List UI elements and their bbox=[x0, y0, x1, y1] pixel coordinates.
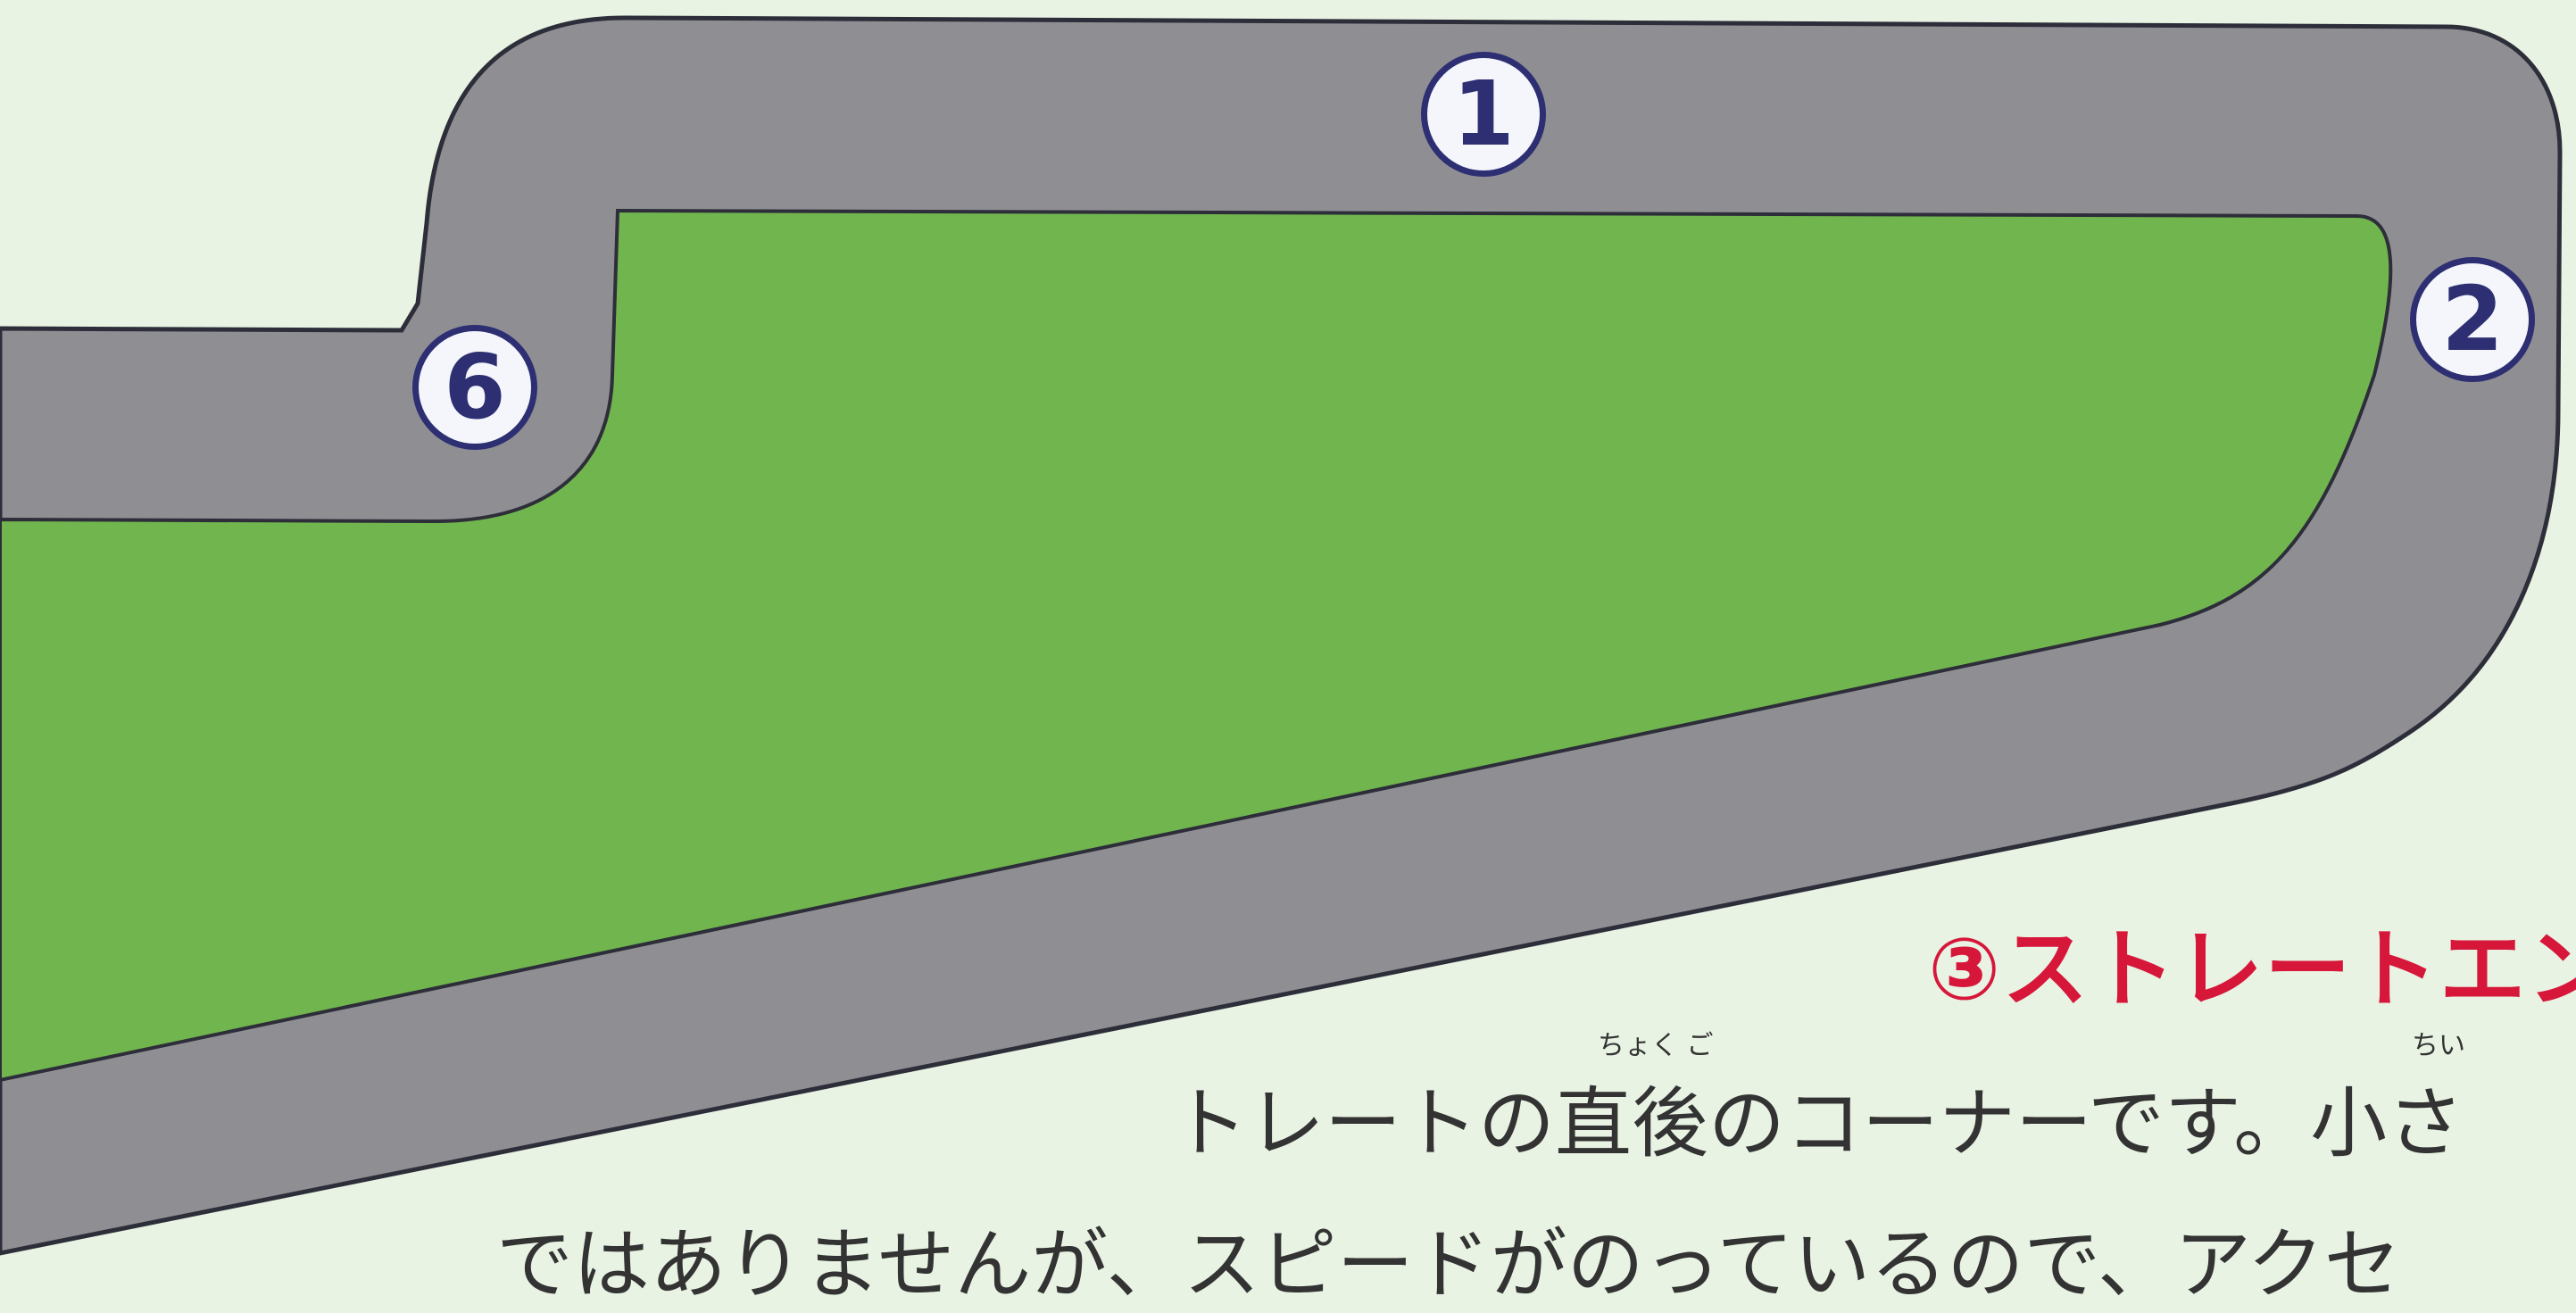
corner-marker-1: 1 bbox=[1421, 52, 1546, 177]
track-map bbox=[0, 15, 2563, 1256]
description-line-2: ではありませんが、スピードがのっているので、アクセ bbox=[496, 1220, 2401, 1309]
corner-marker-6: 6 bbox=[412, 325, 537, 450]
furigana-chokugo: ちょく ご bbox=[1598, 1030, 1714, 1061]
description-line-1: トレートの直後のコーナーです。小さ bbox=[1171, 1079, 2464, 1168]
corner-marker-2: 2 bbox=[2410, 257, 2535, 382]
infield-grass bbox=[0, 208, 2393, 1083]
section-heading: ③ストレートエン bbox=[1928, 919, 2576, 1019]
furigana-chii: ちい bbox=[2412, 1030, 2465, 1061]
